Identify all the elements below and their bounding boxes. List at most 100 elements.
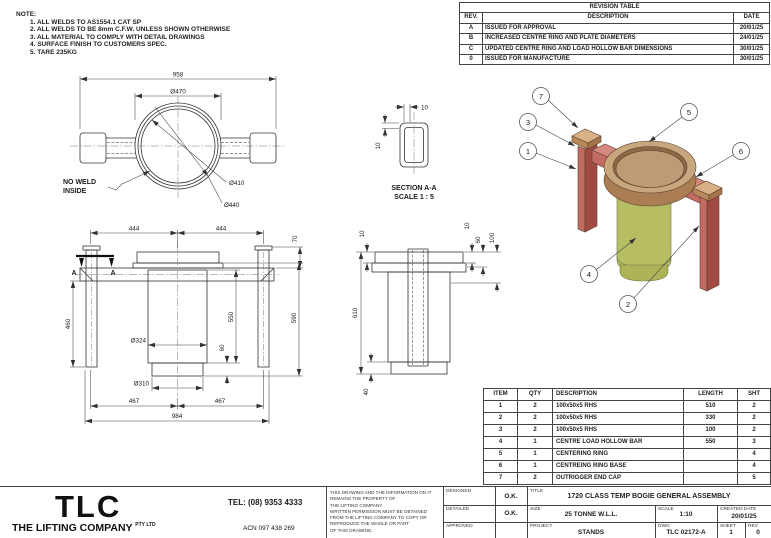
- balloon-number: 4: [587, 270, 591, 279]
- view-front: 444 444 70 460 550 60 590 Ø324 Ø310 467 …: [65, 226, 303, 424]
- cell: 0: [459, 54, 483, 66]
- no-weld-note: NO WELD: [63, 179, 96, 186]
- cell: 30/01/25: [732, 54, 771, 66]
- item-row: 1 2 100x50x5 RHS 510 2: [483, 400, 771, 413]
- dim-label: 984: [172, 413, 183, 420]
- view-side: 10 610 40 10 60 100: [352, 222, 501, 396]
- column-header: LENGTH: [683, 388, 738, 401]
- section-title: SECTION A-A: [391, 185, 436, 192]
- balloon-1: 1: [519, 142, 537, 160]
- section-mark-a: A: [71, 270, 76, 277]
- cell: 100x50x5 RHS: [552, 412, 684, 425]
- cell: 30/01/25: [732, 43, 771, 56]
- title-block: TLC THE LIFTING COMPANY PTY LTD TEL: (08…: [0, 486, 771, 538]
- cell: 510: [683, 400, 738, 413]
- cell: 5: [483, 448, 518, 461]
- company-acn: ACN 097 438 269: [243, 525, 295, 532]
- dim-label: 10: [375, 142, 382, 150]
- balloon-number: 5: [687, 108, 691, 117]
- dim-label: 590: [291, 312, 298, 323]
- column-header: REV.: [459, 12, 483, 24]
- iso-hollow-bar: [616, 195, 672, 273]
- balloon-5: 5: [680, 103, 698, 121]
- title-label: TITLE: [530, 489, 544, 494]
- note-item: 4. SURFACE FINISH TO CUSTOMERS SPEC.: [30, 41, 167, 49]
- cell: 2: [517, 400, 553, 413]
- cell: 5: [737, 472, 771, 485]
- detailed-label: DETAILED: [446, 507, 470, 512]
- cell: 1: [483, 400, 518, 413]
- cell: 2: [737, 424, 771, 437]
- company-logo: TLC: [55, 489, 122, 524]
- cell: 4: [737, 448, 771, 461]
- dim-label: 444: [129, 226, 140, 233]
- item-row: 5 1 CENTERING RING 4: [483, 448, 771, 461]
- dim-label: 10: [464, 222, 471, 230]
- copyright-disclaimer: THIS DRAWING AND THE INFORMATION ON IT R…: [330, 490, 432, 533]
- dim-label: 610: [352, 307, 359, 318]
- project-value: STANDS: [577, 529, 605, 536]
- item-row: 4 1 CENTRE LOAD HOLLOW BAR 550 3: [483, 436, 771, 449]
- created-date-value: 20/01/25: [731, 513, 757, 520]
- dwg-label: DWG: [658, 524, 670, 529]
- cell: 2: [517, 472, 553, 485]
- no-weld-note: INSIDE: [63, 188, 87, 195]
- cell: ISSUED FOR APPROVAL: [482, 22, 734, 35]
- dim-label: 550: [228, 311, 235, 322]
- sheet-label: SHEET: [720, 524, 736, 529]
- column-header: QTY: [517, 388, 553, 401]
- size-label: SIZE: [530, 507, 541, 512]
- cell: 100x50x5 RHS: [552, 424, 684, 437]
- dim-label: Ø440: [224, 202, 240, 209]
- revision-row: 0 ISSUED FOR MANUFACTURE 30/01/25: [459, 54, 771, 66]
- balloon-number: 7: [539, 92, 543, 101]
- dim-label: Ø324: [131, 338, 147, 345]
- balloon-number: 2: [626, 300, 630, 309]
- cell: [683, 460, 738, 473]
- notes-block: NOTE: 1. ALL WELDS TO AS1554.1 CAT SP 2.…: [16, 11, 230, 57]
- divider: [326, 487, 327, 538]
- view-isometric: 7 3 1 5 6 4 2: [519, 87, 750, 313]
- dim-label: 444: [216, 226, 227, 233]
- column-header: SHT: [737, 388, 771, 401]
- rev-value: 0: [756, 529, 760, 536]
- outrigger-end-cap-right: [249, 132, 277, 164]
- scale-label: SCALE: [658, 507, 674, 512]
- item-row: 7 2 OUTRIGGER END CAP 5: [483, 472, 771, 485]
- cell: C: [459, 43, 483, 56]
- dim-label: 60: [475, 236, 482, 244]
- centre-plate-base: [132, 262, 224, 269]
- dim-label: 60: [219, 344, 226, 352]
- dim-label: 40: [363, 388, 370, 396]
- cell: CENTRE LOAD HOLLOW BAR: [552, 436, 684, 449]
- revision-header-row: REV. DESCRIPTION DATE: [459, 12, 771, 24]
- balloon-3: 3: [519, 113, 537, 131]
- cell: 2: [737, 412, 771, 425]
- dim-label: Ø470: [170, 89, 186, 96]
- sheet-value: 1: [729, 529, 733, 536]
- note-item: 2. ALL WELDS TO BE 8mm C.F.W. UNLESS SHO…: [30, 26, 231, 34]
- item-table: ITEM QTY DESCRIPTION LENGTH SHT 1 2 100x…: [483, 388, 771, 485]
- cell: 2: [483, 412, 518, 425]
- balloon-4: 4: [580, 265, 598, 283]
- divider: [443, 505, 771, 506]
- notes-title: NOTE:: [16, 11, 37, 18]
- cell: ISSUED FOR MANUFACTURE: [482, 54, 734, 66]
- cell: 330: [683, 412, 738, 425]
- cell: CENTERING RING: [552, 448, 684, 461]
- cell: 2: [517, 412, 553, 425]
- dim-label: Ø310: [134, 381, 150, 388]
- project-label: PROJECT: [530, 524, 553, 529]
- dim-label: 10: [359, 230, 366, 238]
- revision-table-title: REVISION TABLE: [458, 1, 771, 14]
- cell: 3: [737, 436, 771, 449]
- divider: [717, 505, 718, 538]
- view-top: 958 Ø470 Ø410 Ø440 NO WELD INSIDE: [63, 72, 286, 209]
- designed-value: O.K.: [504, 493, 518, 500]
- balloon-6: 6: [732, 142, 750, 160]
- company-name: THE LIFTING COMPANY PTY LTD: [12, 522, 156, 534]
- cell: INCREASED CENTRE RING AND PLATE DIAMETER…: [482, 33, 734, 45]
- item-header-row: ITEM QTY DESCRIPTION LENGTH SHT: [483, 388, 771, 401]
- note-item: 1. ALL WELDS TO AS1554.1 CAT SP: [30, 18, 142, 26]
